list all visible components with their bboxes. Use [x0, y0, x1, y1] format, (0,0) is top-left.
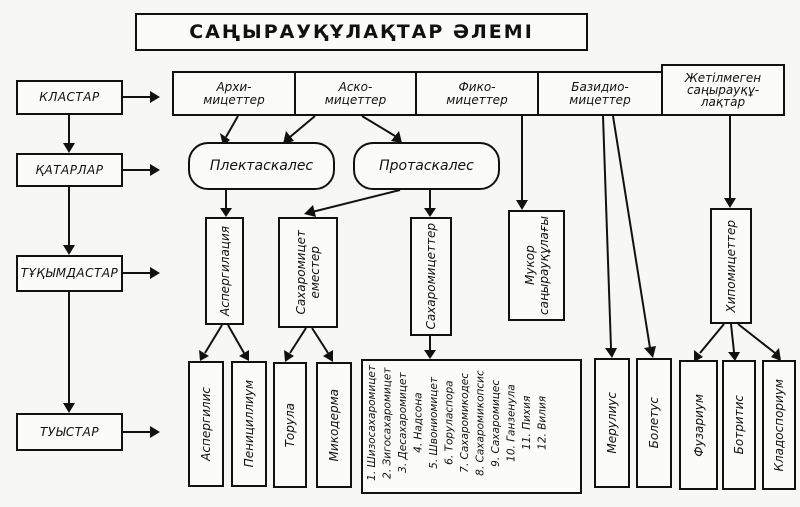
level-genera: ТУЫСТАР — [16, 413, 123, 451]
genus-botrytis-label: Ботритис — [732, 395, 746, 455]
genus-botrytis: Ботритис — [722, 360, 756, 490]
class-ascomycetes: Аско- мицеттер — [294, 71, 417, 116]
saccharomyces-genus-item: 12. Вилия — [536, 395, 549, 450]
saccharomyces-genus-item: 1. Шизосахаромицет — [366, 365, 378, 481]
genus-torula-label: Торула — [283, 402, 297, 448]
genus-penicillium-label: Пенициллиум — [242, 380, 256, 468]
genus-fusarium-label: Фузариум — [691, 393, 706, 457]
genus-mycoderma: Микодерма — [316, 362, 352, 488]
saccharomyces-genus-item: 2. Зигосахаромицет — [381, 367, 394, 479]
genus-torula: Торула — [273, 362, 307, 488]
genus-cladosporium: Кладоспориум — [762, 360, 796, 490]
class-basidiomycetes: Базидио- мицеттер — [537, 71, 663, 116]
family-saccharomycetes: Сахаромицеттер — [410, 217, 452, 336]
family-hyphomycetes-label: Хипомицеттер — [724, 219, 738, 313]
saccharomyces-genus-item: 5. Швониомицет — [428, 377, 440, 469]
genus-penicillium: Пенициллиум — [231, 361, 267, 487]
saccharomyces-genus-item: 8. Сахаромикопсис — [474, 370, 487, 476]
genus-merulius-label: Мерулиус — [605, 392, 619, 454]
order-protascales: Протаскалес — [353, 142, 500, 190]
level-families: ТҰҚЫМДАСТАР — [16, 255, 123, 292]
order-plectascales: Плектаскалес — [188, 142, 335, 190]
family-aspergillaceae-label: Аспергилация — [217, 226, 232, 316]
genus-merulius: Мерулиус — [594, 358, 630, 488]
saccharomyces-genus-item: 4. Надсона — [412, 392, 425, 454]
class-phycomycetes: Фико- мицеттер — [415, 71, 539, 116]
family-non-saccharomycetes-label: Сахаромицет еместер — [294, 230, 322, 315]
genus-cladosporium-label: Кладоспориум — [772, 378, 786, 472]
class-imperfect-fungi: Жетілмеген саңырауқұ- лақтар — [661, 64, 785, 116]
family-mucor: Мукор саңырауқұлағы — [508, 210, 565, 321]
level-classes: КЛАСТАР — [16, 80, 123, 115]
genus-aspergillus-label: Аспергилис — [199, 387, 213, 461]
saccharomyces-genus-item: 10. Ганзенула — [505, 384, 518, 462]
family-non-saccharomycetes: Сахаромицет еместер — [278, 217, 338, 328]
family-mucor-label: Мукор саңырауқұлағы — [522, 216, 551, 315]
family-hyphomycetes: Хипомицеттер — [710, 208, 752, 324]
genus-mycoderma-label: Микодерма — [327, 388, 341, 462]
level-orders: ҚАТАРЛАР — [16, 153, 123, 187]
saccharomyces-genus-item: 3. Десахаромицет — [397, 372, 409, 474]
class-archimycetes: Архи- мицеттер — [172, 71, 296, 116]
genus-aspergillus: Аспергилис — [188, 361, 224, 487]
saccharomyces-genus-item: 9. Сахаромицес — [490, 379, 502, 467]
diagram-title: САҢЫРАУҚҰЛАҚТАР ӘЛЕМІ — [135, 13, 588, 51]
saccharomyces-genus-item: 7. Сахаромикодес — [459, 372, 471, 473]
genus-boletus: Болетус — [636, 358, 672, 488]
saccharomyces-genus-item: 6. Торуласпора — [443, 380, 456, 466]
family-aspergillaceae: Аспергилация — [205, 217, 244, 325]
family-saccharomycetes-label: Сахаромицеттер — [424, 223, 438, 330]
genus-boletus-label: Болетус — [647, 397, 661, 449]
saccharomyces-genus-item: 11. Пихия — [521, 395, 533, 450]
genus-fusarium: Фузариум — [679, 360, 718, 490]
